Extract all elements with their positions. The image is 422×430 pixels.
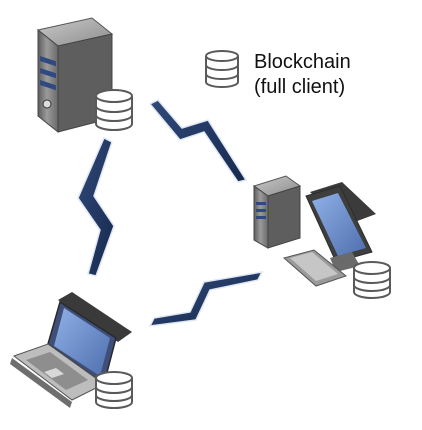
desktop-node[interactable] [252, 175, 391, 299]
legend-line-1: Blockchain [254, 51, 351, 73]
link-server-desktop [148, 99, 248, 183]
database-icon [205, 50, 239, 88]
lightning-bolt-icon [148, 99, 248, 183]
database-icon [95, 89, 133, 131]
server-node[interactable] [36, 17, 133, 134]
laptop-node[interactable] [10, 292, 133, 409]
lightning-bolt-icon [148, 271, 264, 327]
legend: Blockchain (full client) [202, 48, 351, 100]
legend-label: Blockchain (full client) [254, 50, 351, 100]
legend-line-2: (full client) [254, 76, 346, 98]
laptop-icon [10, 292, 132, 408]
lightning-bolt-icon [77, 136, 115, 277]
link-desktop-laptop [148, 271, 264, 327]
desktop-computer-icon [252, 175, 376, 287]
database-icon [95, 371, 133, 409]
database-icon [353, 261, 391, 299]
link-server-laptop [77, 136, 115, 277]
